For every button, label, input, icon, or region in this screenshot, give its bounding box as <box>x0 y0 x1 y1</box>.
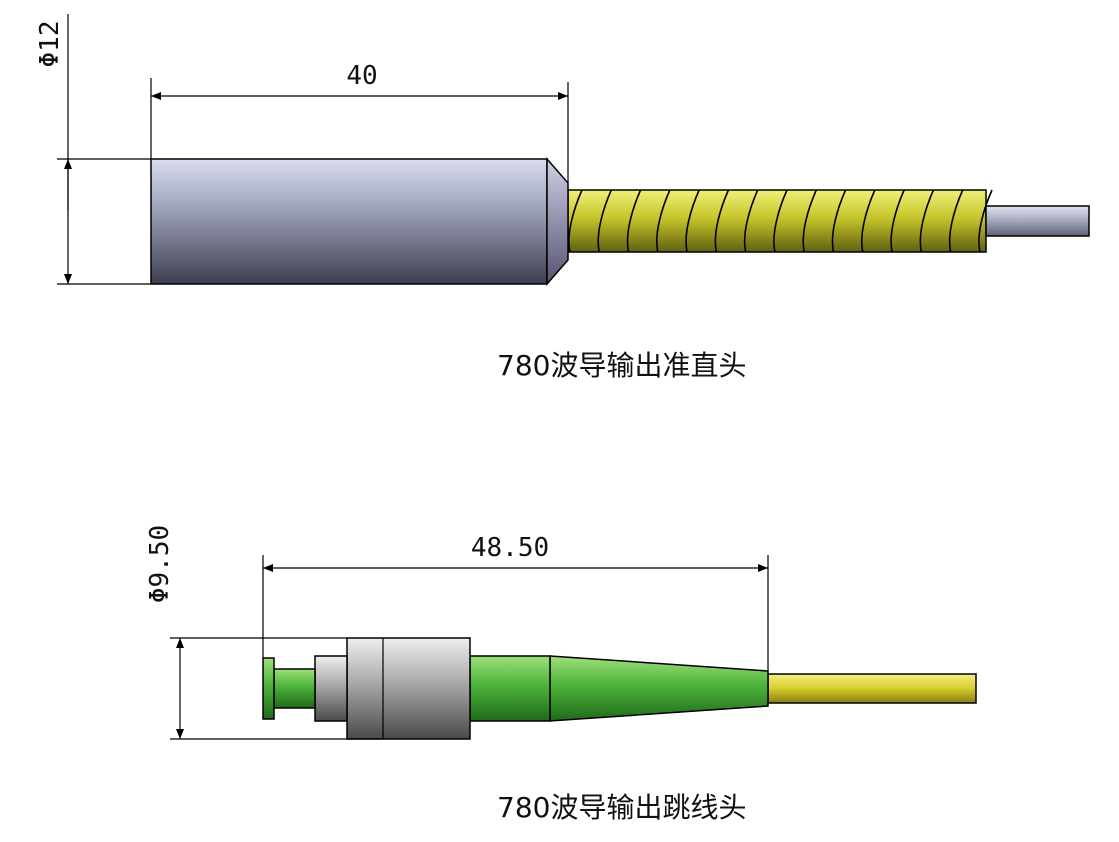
spring-coil <box>890 189 905 253</box>
spring-coil <box>831 189 847 253</box>
spring-coil <box>773 189 788 253</box>
spring-coil <box>685 189 700 253</box>
connector-body <box>469 655 551 722</box>
fiber-jacket <box>767 673 977 704</box>
ferrule-sleeve <box>273 668 316 709</box>
spring-coil <box>861 189 876 253</box>
spring-coil <box>568 189 583 253</box>
spring-coil <box>626 189 642 253</box>
diameter-dimension-label: Φ9.50 <box>145 525 175 603</box>
patchcord-drawing: 48.50 Φ9.50 780波导输出跳线头 <box>145 525 977 824</box>
patchcord-caption: 780波导输出跳线头 <box>497 791 746 824</box>
spring-coil <box>656 189 671 253</box>
spring-coil <box>743 189 759 253</box>
connector-collar <box>314 655 348 722</box>
collimator-body <box>150 158 548 285</box>
length-dimension-label: 48.50 <box>471 533 549 563</box>
spring-coil <box>714 189 730 253</box>
collimator-tip <box>546 157 569 286</box>
spring-coils <box>568 189 993 253</box>
coupling-nut <box>346 637 471 740</box>
fiber-end <box>985 205 1090 237</box>
spring-coil <box>597 189 613 253</box>
ferrule-cap <box>262 657 275 720</box>
spring-coil <box>978 189 993 253</box>
collimator-drawing: 40 Φ12 780波导输出准直头 <box>35 14 1090 382</box>
spring-coil <box>948 189 964 253</box>
connector-boot <box>549 655 769 722</box>
length-dimension-label: 40 <box>346 61 377 91</box>
spring-coil <box>919 189 935 253</box>
collimator-caption: 780波导输出准直头 <box>497 349 746 382</box>
spring-coil <box>802 189 818 253</box>
diameter-dimension-label: Φ12 <box>35 21 65 68</box>
